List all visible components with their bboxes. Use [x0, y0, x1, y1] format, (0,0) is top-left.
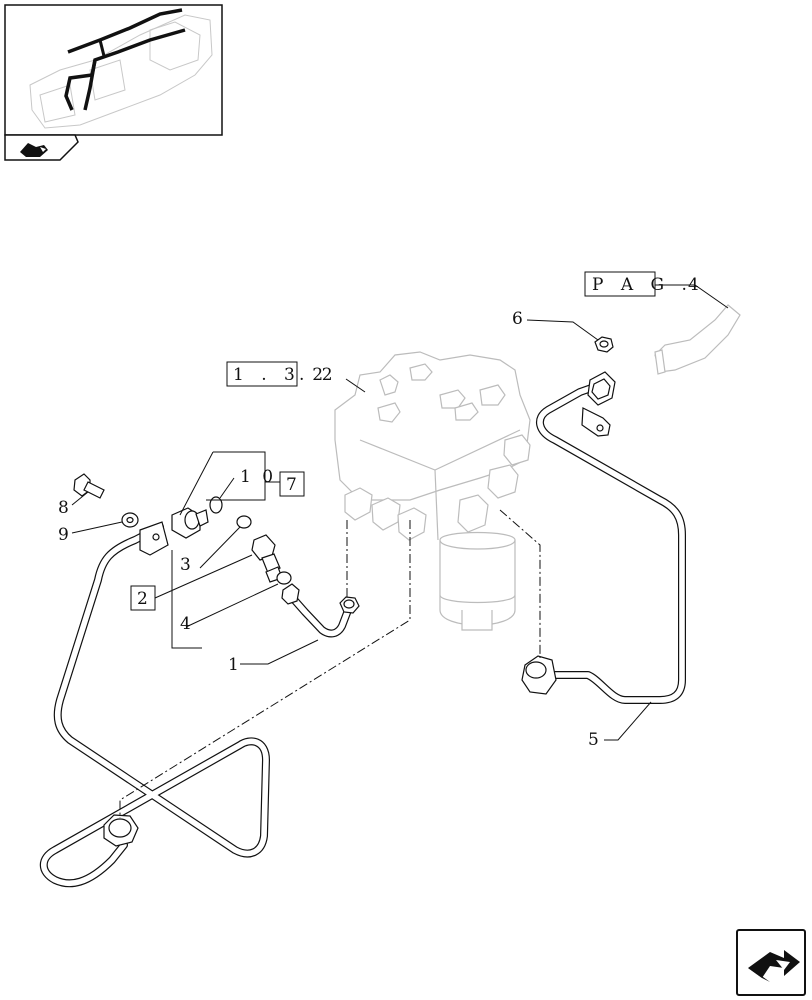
callout-7: 7: [286, 475, 297, 495]
leader-1: [240, 639, 319, 665]
callout-2: 2: [137, 589, 148, 609]
bolt-8: [73, 473, 105, 499]
pipe-1: [286, 591, 354, 638]
leader-group-10: [179, 451, 266, 516]
tractor-transmission-thumbnail: [29, 8, 213, 129]
callout-6: 6: [512, 309, 523, 329]
leader-3: [199, 526, 241, 569]
leader-4: [185, 583, 279, 628]
next-page-arrow-icon[interactable]: [736, 929, 806, 996]
leader-6: [526, 319, 599, 341]
washer-9: [121, 512, 139, 528]
o-ring-10: [209, 496, 223, 514]
long-pipe: [39, 523, 270, 888]
callout-5: 5: [588, 730, 599, 750]
banjo-fitting: [171, 507, 209, 539]
hose-fitting-ghost: [654, 304, 741, 375]
callout-4: 4: [180, 614, 191, 634]
section-reference-link[interactable]: 1 . 3 2: [226, 361, 329, 387]
pipe-1-nut: [281, 583, 360, 614]
ref-box-7[interactable]: 7: [279, 471, 305, 497]
alignment-line-3: [499, 509, 541, 658]
o-ring-4: [276, 571, 292, 585]
ref-box-2[interactable]: 2: [130, 585, 156, 611]
pipe-5: [536, 381, 686, 704]
leader-pag: [655, 284, 729, 309]
pipe-5-fitting-top: [587, 371, 616, 406]
long-pipe-fitting: [103, 814, 139, 847]
pipe-5-clamp-bracket: [581, 407, 611, 437]
callout-10: 1 0: [240, 467, 276, 487]
callout-3: 3: [180, 555, 191, 575]
leader-group-2: [154, 550, 253, 649]
leader-10: [219, 477, 235, 499]
leader-5: [604, 701, 652, 741]
section-ref-suffix: . 2: [299, 365, 339, 385]
leader-ref: [345, 378, 366, 393]
book-arrow-icon[interactable]: [4, 134, 79, 161]
pag-label: P A G .: [592, 275, 693, 295]
thumbnail-panel[interactable]: [4, 4, 223, 136]
alignment-line-2: [119, 520, 411, 818]
leader-9: [71, 521, 123, 534]
page-reference-link[interactable]: P A G .: [584, 271, 693, 297]
leader-8: [71, 491, 89, 506]
pag-number: 4: [688, 275, 699, 295]
nut-6: [594, 336, 614, 353]
callout-9: 9: [58, 525, 69, 545]
long-pipe-bracket: [139, 521, 169, 556]
control-valve-block: [334, 351, 531, 631]
o-ring-3: [236, 515, 252, 529]
section-ref-label: 1 . 3 2: [233, 365, 329, 385]
pipe-5-fitting-bottom: [521, 655, 557, 695]
callout-8: 8: [58, 498, 69, 518]
callout-1: 1: [228, 655, 239, 675]
